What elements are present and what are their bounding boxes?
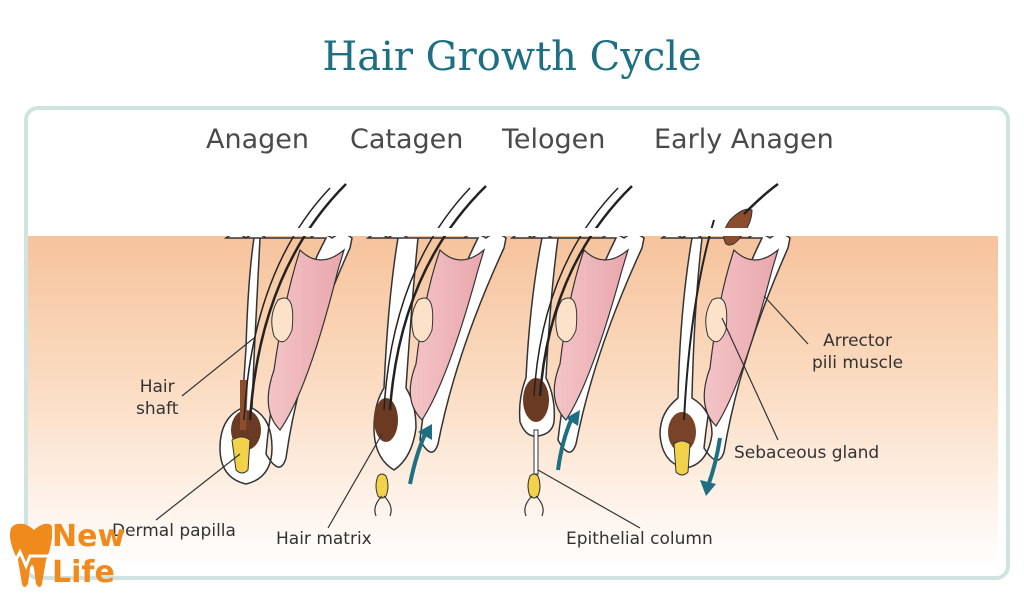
follicle-early-anagen <box>659 182 791 476</box>
logo-text-life: Life <box>52 555 115 590</box>
label-sebaceous-gland: Sebaceous gland <box>734 443 880 463</box>
leader-arrector-pili <box>763 295 809 345</box>
leader-hair-shaft <box>181 337 255 397</box>
label-hair-matrix: Hair matrix <box>276 529 372 549</box>
stage-label-anagen: Anagen <box>206 124 309 155</box>
follicle-catagen <box>365 185 507 517</box>
label-arrector-pili-muscle: Arrector pili muscle <box>812 331 904 373</box>
arrow-up-telogen <box>556 410 580 471</box>
stage-label-telogen: Telogen <box>502 124 606 155</box>
label-dermal-papilla: Dermal papilla <box>112 521 236 541</box>
follicle-anagen <box>219 183 353 485</box>
logo-text-new: New <box>52 519 126 554</box>
leader-sebaceous-gland <box>721 317 779 441</box>
stage-label-catagen: Catagen <box>350 124 464 155</box>
arrow-up-catagen <box>408 424 432 485</box>
stage-label-early-anagen: Early Anagen <box>654 124 834 155</box>
new-life-logo: New Life <box>2 518 132 592</box>
label-hair-shaft: Hair shaft <box>136 377 179 419</box>
leader-dermal-papilla <box>155 453 241 521</box>
leader-hair-matrix <box>327 433 383 529</box>
arrow-down-early-anagen <box>700 437 722 496</box>
tooth-heartbeat-icon <box>4 523 52 587</box>
diagram-title: Hair Growth Cycle <box>322 34 702 80</box>
leader-epithelial-column <box>537 469 641 529</box>
label-epithelial-column: Epithelial column <box>566 529 713 549</box>
skin-layer <box>28 236 998 568</box>
follicle-telogen <box>509 185 645 517</box>
